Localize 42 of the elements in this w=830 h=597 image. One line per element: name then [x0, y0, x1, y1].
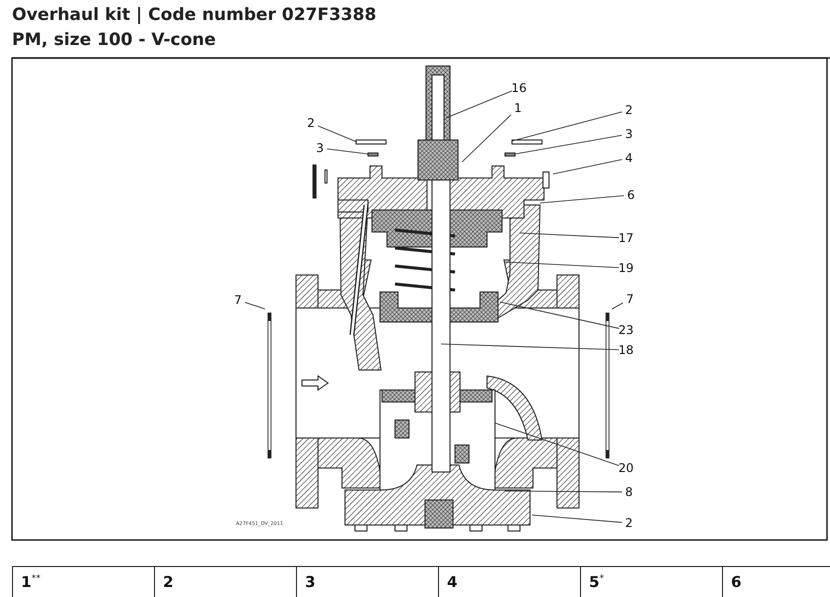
- callout-number: 1: [509, 101, 527, 115]
- callout-number: 16: [510, 81, 528, 95]
- callout-number: 19: [617, 261, 635, 275]
- leader-line: [504, 262, 620, 268]
- leader-line: [462, 114, 512, 162]
- table-cell: 1$^{**}$: [12, 566, 154, 597]
- leader-line: [318, 126, 358, 142]
- table-cell: 6: [722, 566, 830, 597]
- table-cell: 4: [438, 566, 580, 597]
- leader-line: [244, 302, 266, 310]
- callout-number: 17: [617, 231, 635, 245]
- callout-number: 7: [621, 292, 639, 306]
- table-cell: 2: [154, 566, 296, 597]
- callout-number: 3: [311, 141, 329, 155]
- callout-number: 6: [622, 188, 640, 202]
- leader-line: [514, 134, 622, 154]
- leader-line: [446, 90, 512, 118]
- leader-line: [326, 148, 368, 154]
- leader-line: [540, 195, 624, 204]
- callout-number: 20: [617, 461, 635, 475]
- callout-number: 7: [229, 293, 247, 307]
- leader-line: [532, 514, 622, 523]
- leader-line: [552, 159, 622, 174]
- leader-line: [440, 344, 620, 350]
- callout-number: 2: [620, 103, 638, 117]
- callout-number: 3: [620, 127, 638, 141]
- table-cell: 5$^{*}$: [580, 566, 722, 597]
- leader-line: [494, 422, 620, 466]
- table-cell: 3: [296, 566, 438, 597]
- subtitle: PM, size 100 - V-cone: [12, 30, 216, 50]
- title: Overhaul kit | Code number 027F3388: [12, 5, 376, 25]
- leader-line: [504, 490, 622, 492]
- callout-number: 4: [620, 151, 638, 165]
- leader-line: [500, 302, 620, 329]
- leader-line: [512, 111, 622, 142]
- callout-number: 23: [617, 323, 635, 337]
- callout-number: 2: [620, 516, 638, 530]
- callout-number: 18: [617, 343, 635, 357]
- callout-number: 8: [620, 485, 638, 499]
- leader-line: [612, 302, 624, 310]
- leader-line: [520, 232, 620, 238]
- callout-number: 2: [302, 116, 320, 130]
